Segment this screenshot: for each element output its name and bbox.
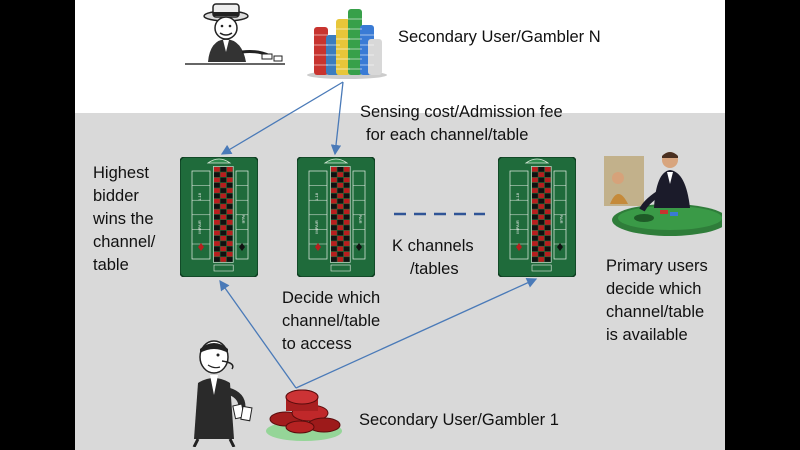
- slide-top-band: [75, 0, 725, 113]
- highest-bidder-line5: table: [93, 256, 129, 274]
- k-channels-line2: /tables: [410, 260, 459, 278]
- highest-bidder-line3: wins the: [93, 210, 154, 228]
- red-chip-pile-icon: [266, 389, 342, 441]
- gambler-1-label: Secondary User/Gambler 1: [359, 411, 559, 429]
- sensing-cost-label-line1: Sensing cost/Admission fee: [360, 103, 563, 121]
- primary-line2: decide which: [606, 280, 702, 298]
- primary-line1: Primary users: [606, 257, 708, 275]
- svg-text:PAIR: PAIR: [241, 214, 246, 223]
- svg-text:1-18: 1-18: [197, 192, 202, 201]
- ellipsis-dashes: [394, 212, 485, 216]
- croupier-icon: [604, 148, 722, 238]
- decide-line1: Decide which: [282, 289, 381, 307]
- highest-bidder-line2: bidder: [93, 187, 139, 205]
- svg-text:IMPAIR: IMPAIR: [314, 220, 319, 234]
- highest-bidder-line1: Highest: [93, 164, 149, 182]
- svg-text:IMPAIR: IMPAIR: [515, 220, 520, 234]
- svg-text:PAIR: PAIR: [358, 214, 363, 223]
- decide-line3: to access: [282, 335, 352, 353]
- gambler-1-icon: [192, 340, 253, 447]
- sensing-cost-label-line2: for each channel/table: [366, 126, 529, 144]
- gambler-n-icon: [185, 3, 285, 65]
- svg-text:PAIR: PAIR: [559, 214, 564, 223]
- primary-line3: channel/table: [606, 303, 705, 321]
- highest-bidder-line4: channel/: [93, 233, 156, 251]
- svg-text:1-18: 1-18: [515, 192, 520, 201]
- gambler-n-label: Secondary User/Gambler N: [398, 28, 601, 46]
- svg-text:1-18: 1-18: [314, 192, 319, 201]
- svg-text:IMPAIR: IMPAIR: [197, 220, 202, 234]
- decide-line2: channel/table: [282, 312, 381, 330]
- primary-line4: is available: [606, 326, 688, 344]
- chip-stack-icon: [307, 9, 387, 79]
- k-channels-line1: K channels: [392, 237, 474, 255]
